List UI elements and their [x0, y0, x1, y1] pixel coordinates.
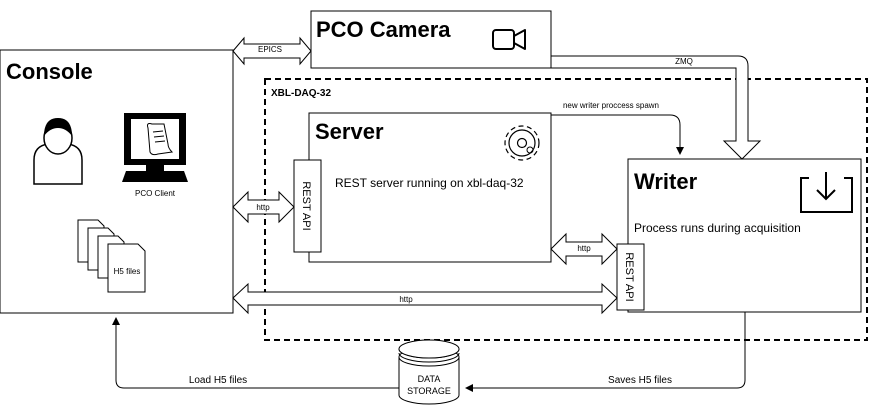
- load-arrow: Load H5 files: [112, 317, 399, 389]
- storage-label-line2: STORAGE: [407, 386, 451, 396]
- server-node[interactable]: Server REST server running on xbl-daq-32: [308, 112, 552, 263]
- http-server-writer-arrow: http: [550, 232, 618, 266]
- epics-arrow: EPICS: [232, 36, 312, 66]
- http-console-server-arrow: http: [232, 190, 295, 224]
- http-server-writer-label: http: [577, 244, 591, 253]
- database-icon: [398, 339, 460, 405]
- server-rest-api-label: REST API: [300, 181, 312, 230]
- user-icon: [33, 118, 83, 185]
- console-node[interactable]: Console PCO Client H5 files: [0, 49, 234, 314]
- writer-title: Writer: [634, 169, 698, 194]
- http-console-writer-label: http: [399, 295, 413, 304]
- writer-node[interactable]: Writer Process runs during acquisition: [627, 158, 862, 313]
- save-arrow: Saves H5 files: [465, 312, 746, 392]
- zmq-label: ZMQ: [675, 57, 693, 66]
- writer-rest-api-label: REST API: [623, 252, 635, 301]
- video-camera-icon: [492, 29, 526, 50]
- camera-title: PCO Camera: [316, 17, 451, 42]
- download-icon: [800, 172, 853, 213]
- document-stack-icon: [77, 219, 146, 293]
- load-label: Load H5 files: [189, 375, 247, 386]
- zmq-arrow: ZMQ: [550, 55, 762, 160]
- http-console-server-label: http: [256, 203, 270, 212]
- http-console-writer-arrow: http: [232, 282, 618, 315]
- server-title: Server: [315, 119, 384, 144]
- save-label: Saves H5 files: [608, 375, 672, 386]
- server-rest-api[interactable]: REST API: [293, 159, 322, 253]
- writer-description: Process runs during acquisition: [634, 221, 801, 235]
- server-description: REST server running on xbl-daq-32: [335, 176, 524, 190]
- console-title: Console: [6, 59, 93, 84]
- h5-files-label: H5 files: [114, 267, 141, 276]
- spawn-label: new writer proccess spawn: [563, 101, 659, 110]
- monitor-icon: [122, 113, 188, 182]
- writer-rest-api[interactable]: REST API: [616, 243, 645, 311]
- spawn-arrow: new writer proccess spawn: [551, 101, 684, 155]
- data-storage-node[interactable]: DATA STORAGE: [398, 339, 460, 405]
- camera-node[interactable]: PCO Camera: [310, 10, 552, 69]
- pco-client-label: PCO Client: [135, 189, 176, 198]
- gear-icon: [504, 125, 540, 161]
- epics-label: EPICS: [258, 45, 282, 54]
- storage-label-line1: DATA: [418, 374, 441, 384]
- daq-group-label: XBL-DAQ-32: [271, 88, 331, 99]
